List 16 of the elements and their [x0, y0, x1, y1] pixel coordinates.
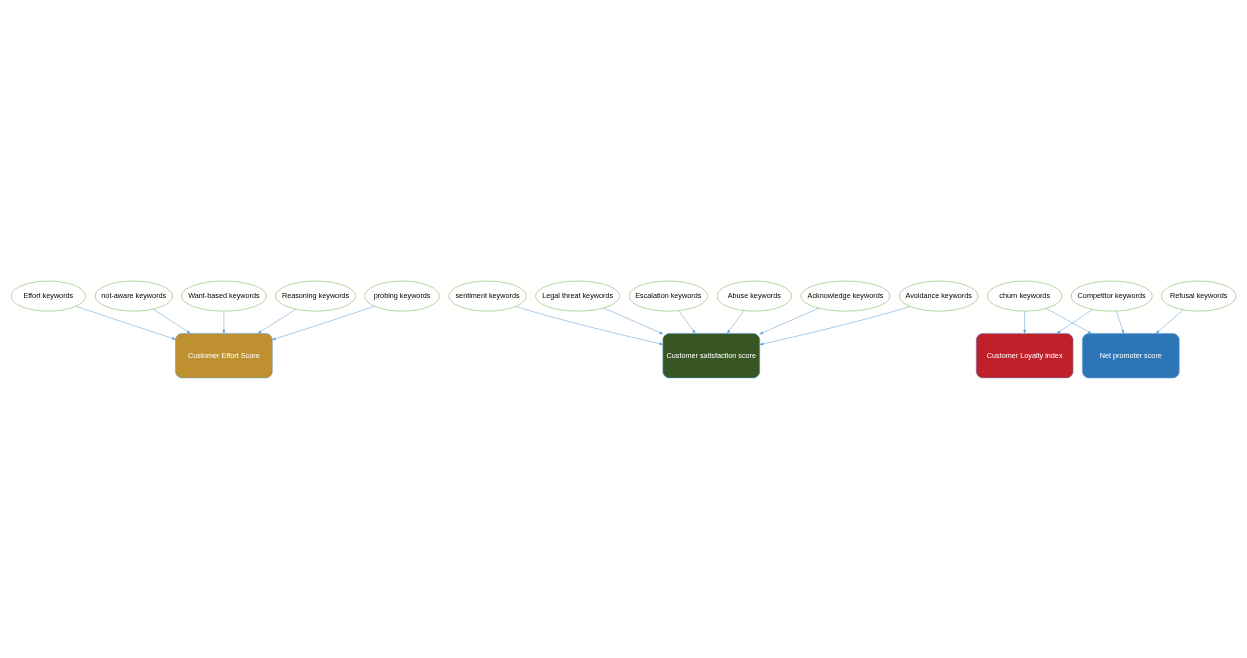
arrow	[152, 308, 191, 334]
arrow	[515, 305, 664, 345]
arrow	[759, 307, 820, 334]
arrow	[75, 305, 176, 340]
arrow	[222, 310, 226, 333]
arrow	[272, 305, 375, 340]
arrow	[1155, 309, 1184, 334]
arrow	[257, 308, 296, 334]
arrow	[1116, 310, 1124, 334]
arrow	[603, 307, 664, 334]
arrow	[678, 309, 696, 333]
arrow	[1023, 310, 1026, 333]
arrow	[727, 309, 745, 333]
arrow	[759, 305, 911, 345]
arrow	[1045, 307, 1092, 334]
arrow	[1056, 308, 1093, 334]
